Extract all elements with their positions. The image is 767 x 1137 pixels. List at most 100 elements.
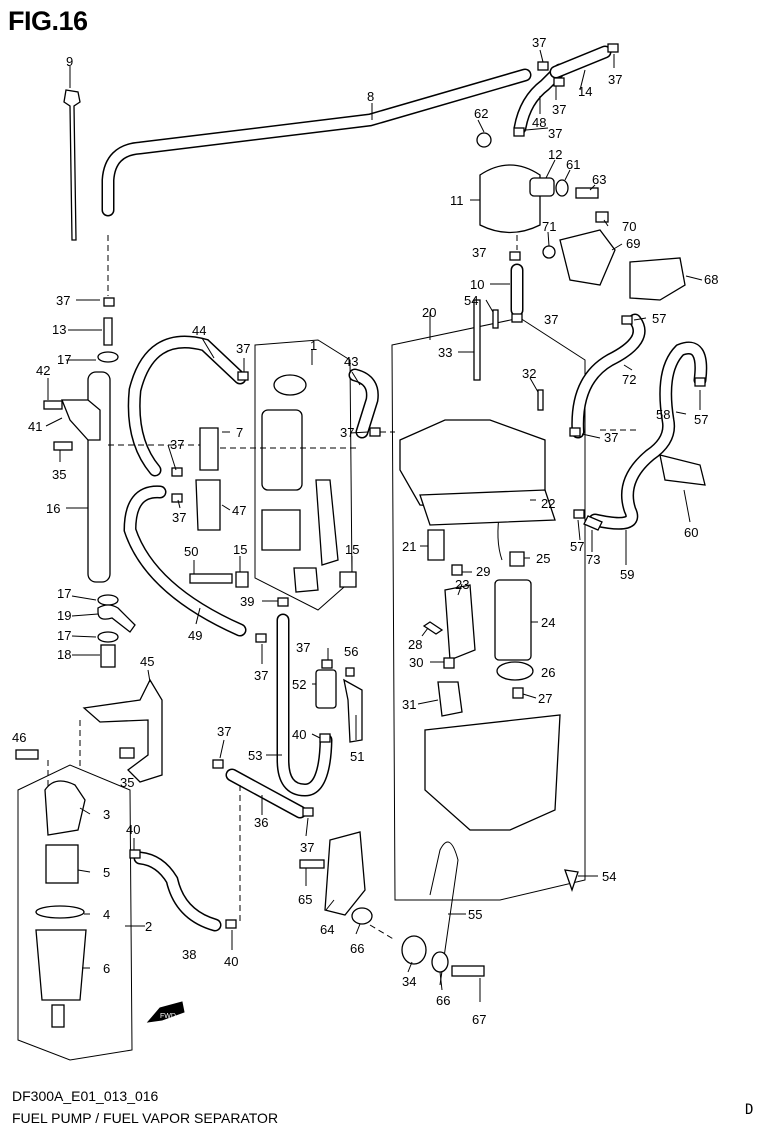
callout-37-p: 37	[608, 72, 622, 87]
clip-28	[422, 621, 444, 635]
callout-37-g: 37	[296, 640, 310, 655]
cap-25	[509, 551, 525, 567]
filter-drain	[51, 1004, 65, 1028]
callout-23: 23	[455, 577, 469, 592]
callout-28: 28	[408, 637, 422, 652]
clamp-57-c	[573, 509, 585, 519]
clamp-40-c	[225, 919, 237, 929]
callout-37-n: 37	[532, 35, 546, 50]
callout-57-c: 57	[570, 539, 584, 554]
callout-19: 19	[57, 608, 71, 623]
callout-17-top: 17	[57, 352, 71, 367]
callout-16: 16	[46, 501, 60, 516]
washer-17-top	[97, 351, 119, 363]
callout-3: 3	[103, 807, 110, 822]
grommet-66-right	[431, 951, 449, 973]
fwd-marker-text: FWD	[160, 1013, 176, 1020]
filter-screen-7	[199, 427, 219, 471]
holder-26	[496, 661, 534, 681]
grommet-66-left	[351, 907, 373, 925]
callout-37-a: 37	[56, 293, 70, 308]
callout-37-c: 37	[170, 437, 184, 452]
callout-38: 38	[182, 947, 196, 962]
regulator-31	[437, 681, 463, 717]
callout-47: 47	[232, 503, 246, 518]
bolt-65	[299, 859, 325, 869]
callout-14: 14	[578, 84, 592, 99]
hose-55	[429, 841, 459, 986]
callout-2: 2	[145, 919, 152, 934]
screw-32	[537, 389, 544, 411]
clamp-37-b	[237, 371, 249, 381]
grommet-71	[542, 245, 556, 259]
gasket-22	[419, 489, 556, 526]
clamp-37-e	[369, 427, 381, 437]
screw-54-upper	[492, 309, 499, 329]
filter-cup-6	[35, 929, 87, 1001]
filter-head-3	[44, 780, 86, 836]
callout-1: 1	[310, 338, 317, 353]
check-valve-52	[315, 669, 337, 709]
callout-42: 42	[36, 363, 50, 378]
callout-24: 24	[541, 615, 555, 630]
bolt-46	[15, 749, 39, 760]
callout-44: 44	[192, 323, 206, 338]
o-ring-4	[35, 905, 85, 919]
callout-65: 65	[298, 892, 312, 907]
callout-26: 26	[541, 665, 555, 680]
callout-63: 63	[592, 172, 606, 187]
regulator-top	[273, 374, 307, 396]
callout-61: 61	[566, 157, 580, 172]
bracket-41	[61, 399, 101, 441]
callout-54-lower: 54	[602, 869, 616, 884]
nipple-13	[103, 317, 113, 346]
union-19	[97, 604, 136, 633]
callout-49: 49	[188, 628, 202, 643]
callout-45: 45	[140, 654, 154, 669]
callout-4: 4	[103, 907, 110, 922]
bracket-45	[82, 678, 163, 783]
callout-59: 59	[620, 567, 634, 582]
separator-case	[424, 714, 561, 831]
callout-37-o: 37	[552, 102, 566, 117]
diagram-code: DF300A_E01_013_016	[12, 1088, 159, 1104]
bolt-35-upper	[53, 441, 73, 451]
clamp-39	[277, 597, 289, 607]
callout-46: 46	[12, 730, 26, 745]
callout-12: 12	[548, 147, 562, 162]
callout-31: 31	[402, 697, 416, 712]
clamp-37-g	[321, 659, 333, 669]
callout-37-i: 37	[300, 840, 314, 855]
callout-37-h: 37	[217, 724, 231, 739]
callout-37-l: 37	[604, 430, 618, 445]
callout-71: 71	[542, 219, 556, 234]
callout-67: 67	[472, 1012, 486, 1027]
callout-52: 52	[292, 677, 306, 692]
diagram-title: FUEL PUMP / FUEL VAPOR SEPARATOR	[12, 1110, 279, 1126]
callout-17-low: 17	[57, 628, 71, 643]
callout-68: 68	[704, 272, 718, 287]
bolt-33	[473, 299, 481, 381]
callout-15-left: 15	[233, 542, 247, 557]
clamp-37-h	[212, 759, 224, 769]
callout-37-f: 37	[254, 668, 268, 683]
screw-54-lower	[564, 869, 579, 893]
callout-35-lower: 35	[120, 775, 134, 790]
callout-40-a: 40	[126, 822, 140, 837]
callout-37-e: 37	[340, 425, 354, 440]
bolt-42	[43, 400, 63, 410]
float-23	[444, 584, 476, 661]
callout-37-m: 37	[548, 126, 562, 141]
forward-direction-arrow: FWD	[146, 1001, 185, 1023]
clamp-37-c	[171, 467, 183, 477]
callout-27: 27	[538, 691, 552, 706]
clamp-60	[659, 454, 706, 486]
cable-tie-9	[63, 89, 81, 241]
clamp-37-m	[513, 127, 525, 137]
valve-68	[629, 257, 686, 301]
clamp-37-a	[103, 297, 115, 307]
clamp-37-d	[171, 493, 183, 503]
callout-33: 33	[438, 345, 452, 360]
callout-36: 36	[254, 815, 268, 830]
